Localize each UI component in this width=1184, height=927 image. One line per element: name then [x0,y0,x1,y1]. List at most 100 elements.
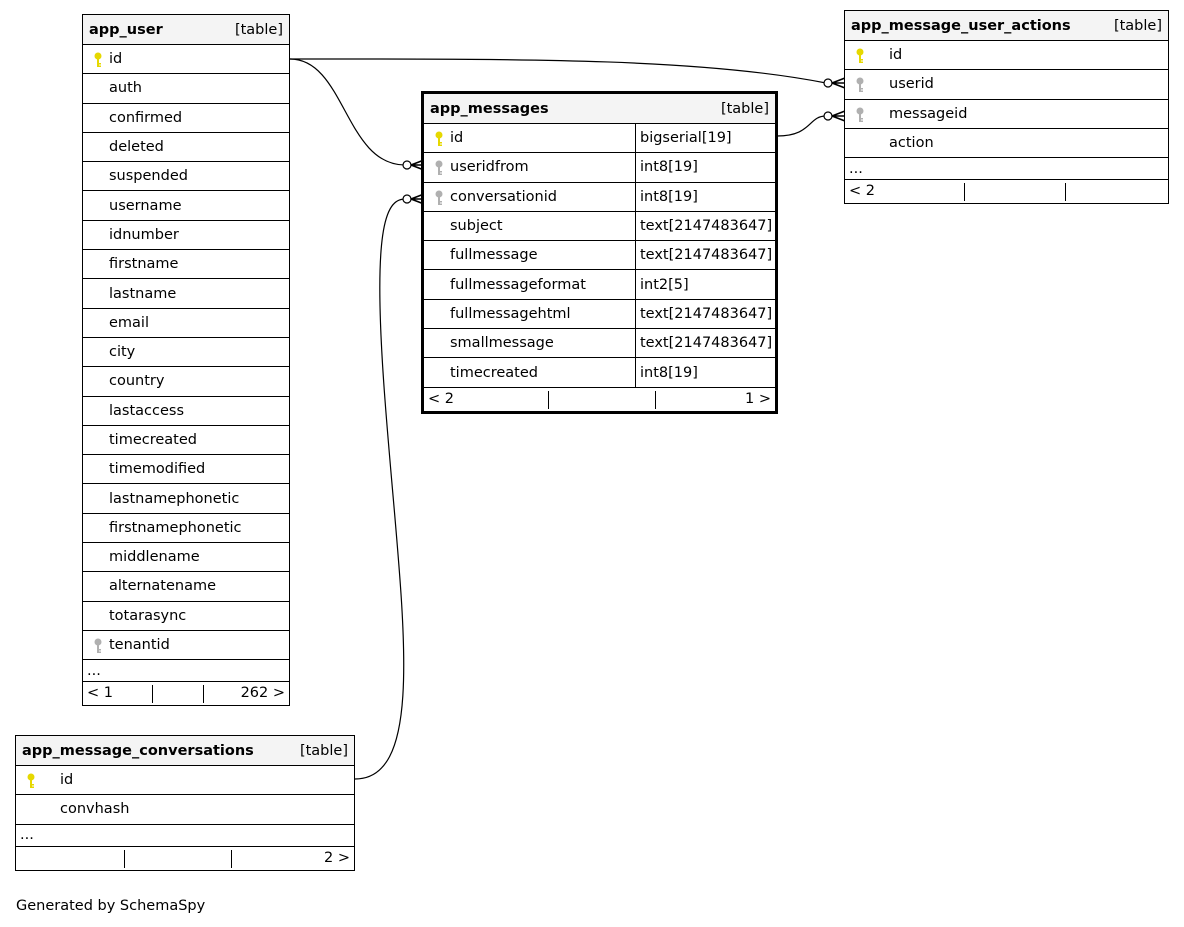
column-row-middlename[interactable]: middlename [83,542,289,571]
column-row-firstnamephonetic[interactable]: firstnamephonetic [83,512,289,542]
column-row-convhash[interactable]: convhash [16,794,354,823]
column-row-lastaccess[interactable]: lastaccess [83,395,289,425]
column-name: alternatename [109,578,217,595]
column-name: auth [109,80,142,97]
primary-key-icon [434,131,444,147]
table-header: app_message_conversations [table] [16,736,354,765]
column-name: country [109,373,165,390]
column-name: conversationid [450,188,557,205]
column-type: text[2147483647] [635,329,775,358]
edge-user-to-useractions [289,58,827,84]
column-row-country[interactable]: country [83,366,289,395]
column-type: text[2147483647] [635,299,775,329]
table-header: app_message_user_actions [table] [845,11,1168,40]
column-row-city[interactable]: city [83,336,289,366]
column-name: username [109,197,182,214]
table-nav: < 2 1 > [424,386,775,411]
column-name: messageid [889,105,968,122]
column-type: int8[19] [635,153,775,182]
column-row-email[interactable]: email [83,307,289,337]
column-name: lastaccess [109,402,185,419]
column-row-useridfrom[interactable]: useridfrom int8[19] [424,152,775,182]
column-type: int2[5] [635,270,775,299]
column-name: id [109,51,123,68]
column-row-timecreated[interactable]: timecreated [83,424,289,454]
column-row-confirmed[interactable]: confirmed [83,102,289,132]
column-row-timemodified[interactable]: timemodified [83,454,289,483]
column-row-alternatename[interactable]: alternatename [83,571,289,600]
edge-conversations-to-messages [354,198,406,780]
nav-right[interactable]: 262 > [240,685,285,702]
table-nav: 2 > [16,845,354,870]
column-name: middlename [109,549,200,566]
column-row-totarasync[interactable]: totarasync [83,600,289,630]
table-name: app_messages [430,100,549,117]
column-name: timecreated [450,364,538,381]
column-name: fullmessagehtml [450,305,571,322]
column-name: lastnamephonetic [109,490,240,507]
table-app-message-conversations[interactable]: app_message_conversations [table] id conv… [15,735,355,871]
column-row-firstname[interactable]: firstname [83,249,289,278]
edge-user-to-messages [289,58,406,166]
more-columns: ... [16,823,354,846]
foreign-key-icon [855,77,865,93]
column-name: totarasync [109,607,187,624]
column-row-idnumber[interactable]: idnumber [83,219,289,249]
nav-left[interactable]: < 2 [428,390,454,407]
column-row-username[interactable]: username [83,190,289,219]
column-name: deleted [109,139,164,156]
column-name: suspended [109,168,188,185]
primary-key-icon [93,52,103,68]
table-app-message-user-actions[interactable]: app_message_user_actions [table] id useri… [844,10,1169,205]
column-row-suspended[interactable]: suspended [83,161,289,190]
column-row-auth[interactable]: auth [83,73,289,102]
column-row-id[interactable]: id [83,44,289,73]
more-columns: ... [83,659,289,681]
table-header: app_user [table] [83,15,289,44]
column-name: id [889,47,903,64]
nav-left[interactable]: < 1 [87,685,113,702]
nav-left[interactable]: < 2 [849,183,875,200]
table-name: app_message_user_actions [851,17,1071,34]
column-row-messageid[interactable]: messageid [845,98,1168,128]
column-name: email [109,314,149,331]
column-row-lastnamephonetic[interactable]: lastnamephonetic [83,483,289,512]
column-row-lastname[interactable]: lastname [83,278,289,307]
column-name: id [60,772,74,789]
table-nav: < 1 262 > [83,681,289,705]
column-list: id userid messageid action [845,40,1168,157]
column-name: confirmed [109,109,183,126]
table-name: app_user [89,21,163,38]
column-row-subject[interactable]: subject text[2147483647] [424,210,775,241]
table-name: app_message_conversations [22,742,254,759]
footer-text: Generated by SchemaSpy [16,898,206,914]
column-row-action[interactable]: action [845,127,1168,157]
column-row-fullmessageformat[interactable]: fullmessageformat int2[5] [424,269,775,299]
nav-right[interactable]: 2 > [324,849,350,866]
column-list: id auth confirmed deleted suspended username i… [83,44,289,659]
column-row-id[interactable]: id [16,765,354,794]
table-nav: < 2 [845,179,1168,203]
table-app-user[interactable]: app_user [table] id auth confirmed deleted s… [82,14,290,707]
column-row-userid[interactable]: userid [845,69,1168,98]
column-row-deleted[interactable]: deleted [83,131,289,161]
column-row-id[interactable]: id [845,40,1168,69]
column-type: text[2147483647] [635,211,775,241]
column-name: useridfrom [450,159,529,176]
column-row-fullmessagehtml[interactable]: fullmessagehtml text[2147483647] [424,298,775,329]
nav-right[interactable]: 1 > [745,390,771,407]
column-name: action [889,135,934,152]
column-name: subject [450,218,503,235]
primary-key-icon [855,48,865,64]
column-name: fullmessageformat [450,276,586,293]
more-columns: ... [845,157,1168,179]
column-name: timemodified [109,461,206,478]
column-row-tenantid[interactable]: tenantid [83,629,289,659]
